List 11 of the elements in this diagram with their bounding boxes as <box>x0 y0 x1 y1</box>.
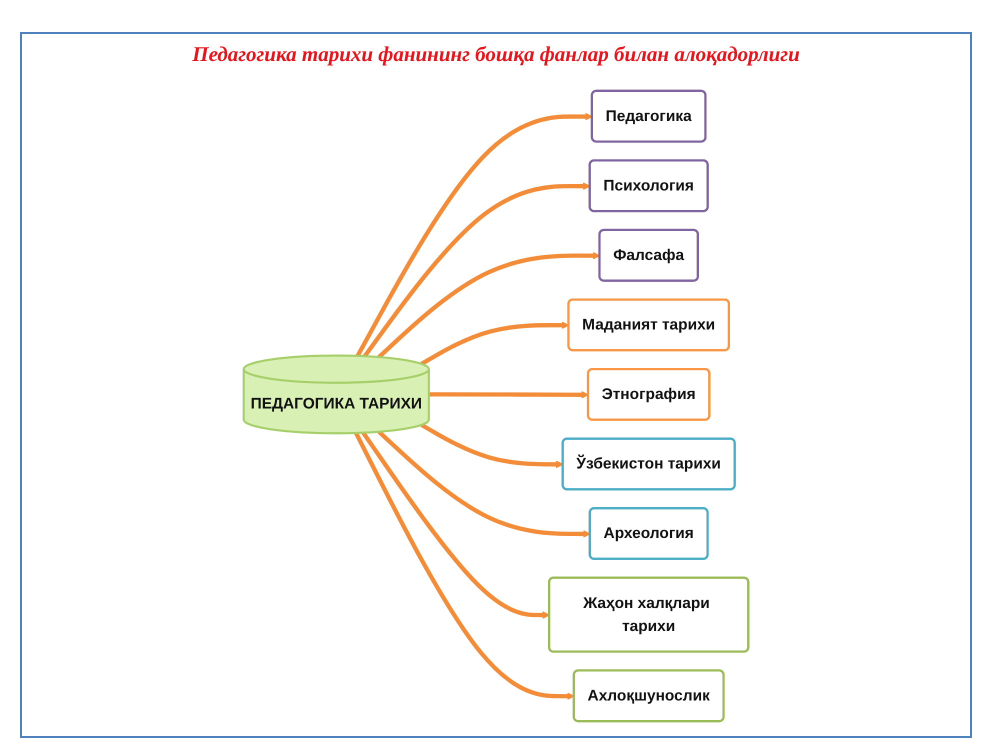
slide-frame: Педагогика тарихи фанининг бошқа фанлар билан алоқадорлиги Педагогика Психология Фалсафа ПЕДАГОГИКА ТАРИХИ Маданият тарихи Этнография Ўзбекистон тарихи Археология Жаҳон халқлари тарихи Ахлоқшунослик <box>20 32 972 738</box>
arrow <box>356 112 593 357</box>
arrow <box>420 423 564 468</box>
arrow <box>361 431 550 619</box>
arrow <box>428 391 589 399</box>
arrow <box>420 321 570 366</box>
arrow <box>377 430 591 538</box>
arrow <box>354 432 575 700</box>
diagram-title: Педагогика тарихи фанининг бошқа фанлар билан алоқадорлиги <box>192 42 800 66</box>
arrow <box>377 252 600 359</box>
arrow <box>362 182 590 358</box>
